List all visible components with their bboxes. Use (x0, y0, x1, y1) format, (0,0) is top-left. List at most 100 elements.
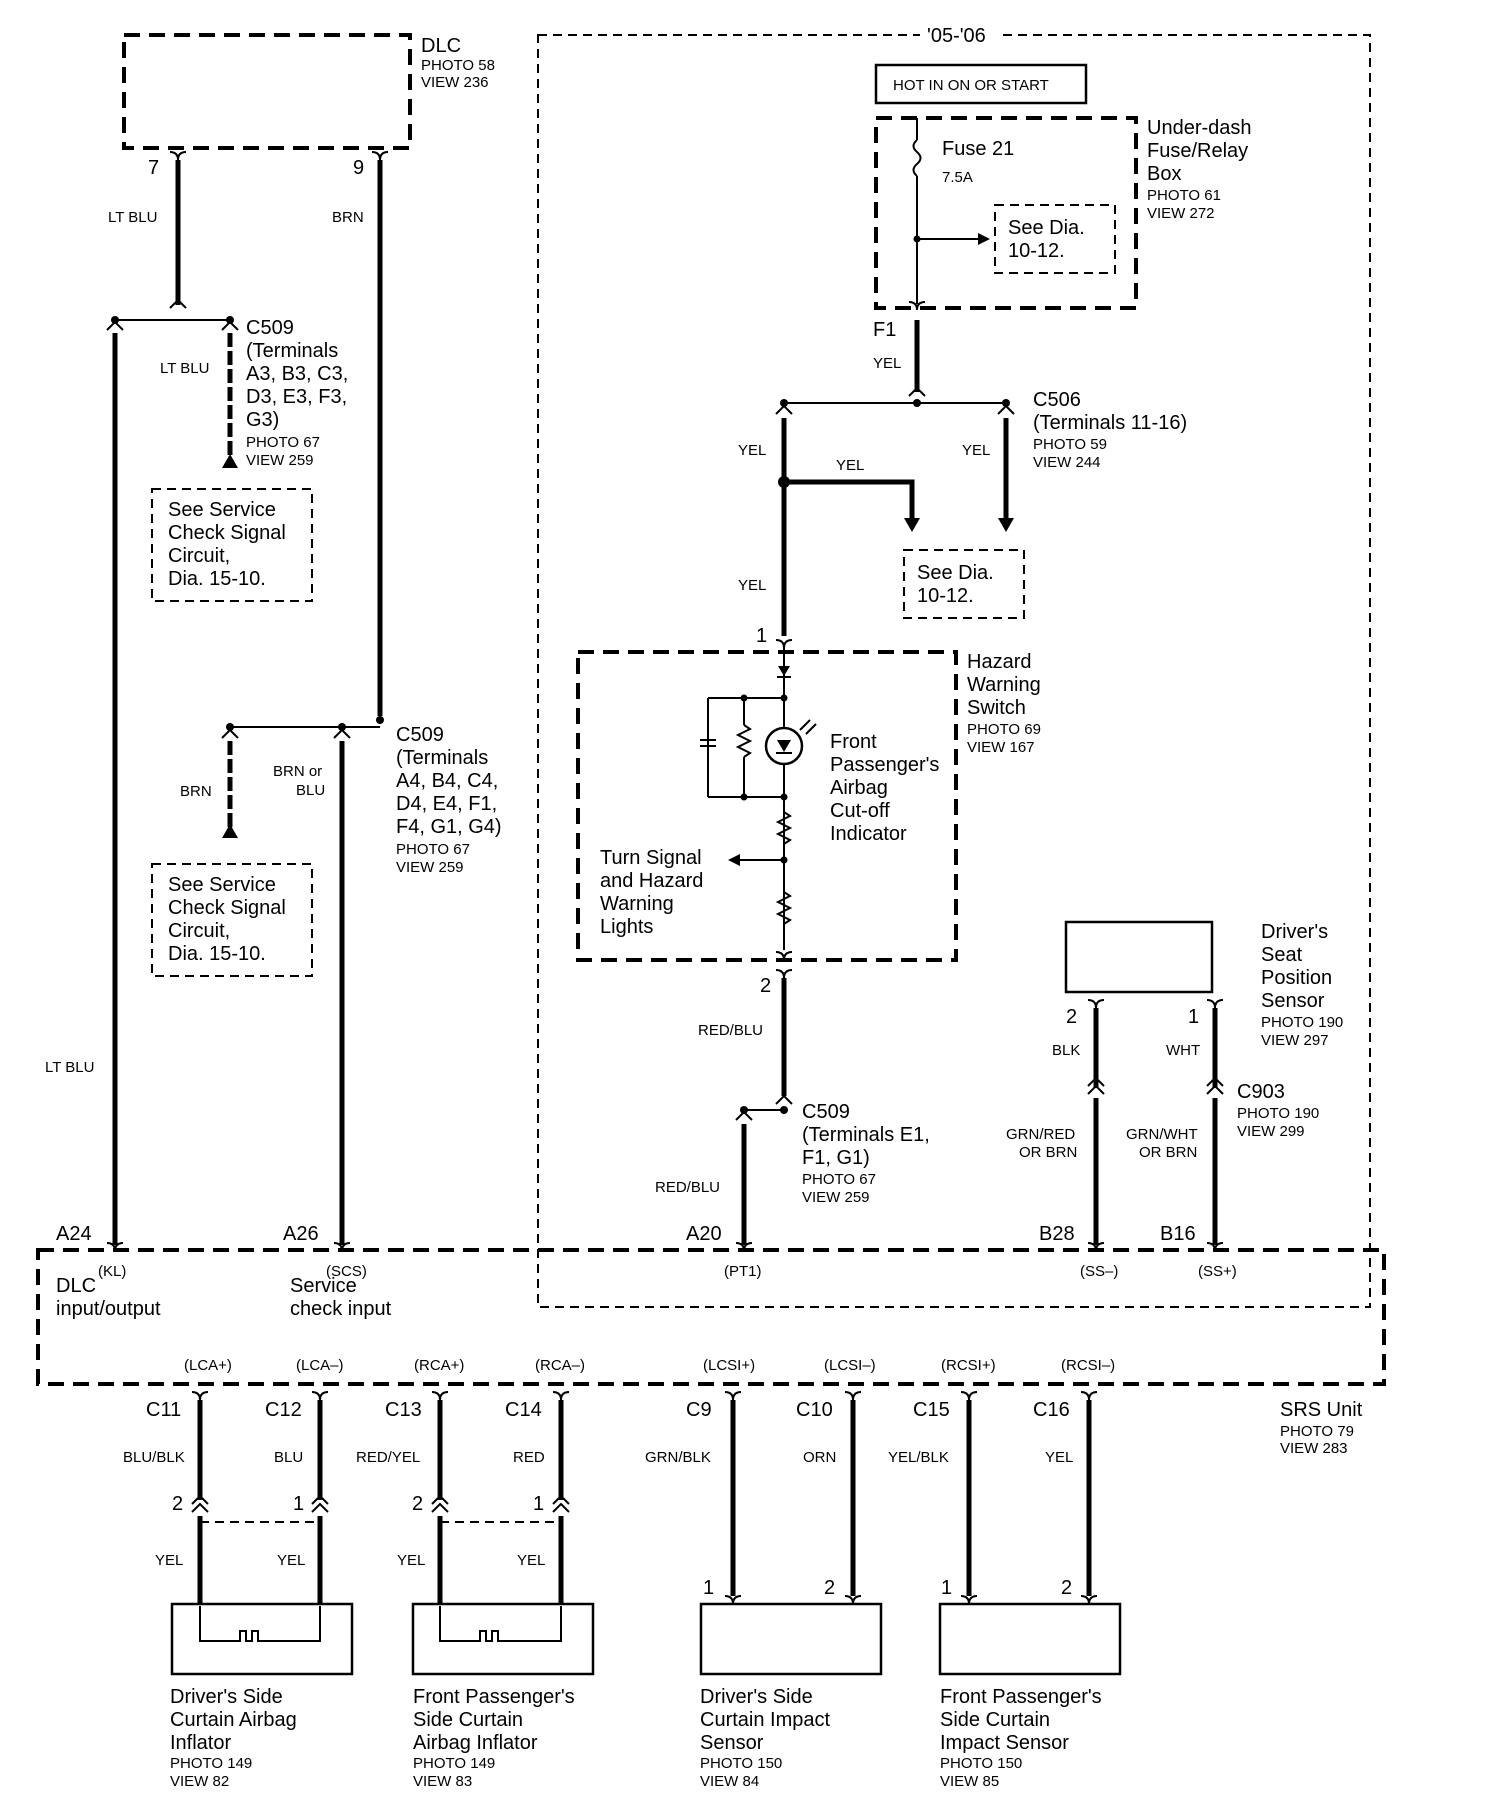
seat-sensor-pin-1: 1 (1188, 1006, 1199, 1028)
dlc-connector-box (122, 33, 412, 150)
srs-term-rcsi-plus: (RCSI+) (941, 1357, 996, 1374)
c509-b-l4: F4, G1, G4) (396, 816, 502, 838)
hazard-pin-2: 2 (760, 975, 771, 997)
underdash-view: VIEW 272 (1147, 205, 1215, 222)
wire-label-grn-blk: GRN/BLK (645, 1449, 711, 1466)
wire-label-yel-c506: YEL (962, 442, 990, 459)
wire-label-blu-blk: BLU/BLK (123, 1449, 185, 1466)
impact-1-pin-1: 1 (703, 1577, 714, 1599)
inflator-1-pin-1: 1 (293, 1493, 304, 1515)
srs-pin-c13: C13 (385, 1399, 422, 1421)
c509-a-photo: PHOTO 67 (246, 434, 320, 451)
wire-label-lt-blu-long: LT BLU (45, 1059, 94, 1076)
impact-2-pin-2: 2 (1061, 1577, 1072, 1599)
c509-b-photo: PHOTO 67 (396, 841, 470, 858)
c506-photo: PHOTO 59 (1033, 436, 1107, 453)
c509-c-photo: PHOTO 67 (802, 1171, 876, 1188)
srs-pin-c15: C15 (913, 1399, 950, 1421)
srs-term-ss-plus: (SS+) (1198, 1263, 1237, 1280)
srs-term-ss-minus: (SS–) (1080, 1263, 1118, 1280)
c509-b-l3: D4, E4, F1, (396, 793, 497, 815)
see-dia-1-l2: 10-12. (1008, 240, 1065, 262)
see-service-2-l4: Dia. 15-10. (168, 943, 266, 965)
see-dia-1-l1: See Dia. (1008, 217, 1085, 239)
hot-in-on-label: HOT IN ON OR START (893, 77, 1049, 94)
passenger-impact-sensor-box (938, 1602, 1122, 1676)
wire-label-yel-c11: YEL (155, 1552, 183, 1569)
indicator-l1: Front (830, 731, 877, 753)
underdash-l1: Under-dash (1147, 117, 1252, 139)
d1-view: VIEW 82 (170, 1773, 229, 1790)
srs-term-lca-plus: (LCA+) (184, 1357, 232, 1374)
seat-sensor-pin-2: 2 (1066, 1006, 1077, 1028)
srs-svc-l1: Service (290, 1275, 357, 1297)
see-dia-2-l2: 10-12. (917, 585, 974, 607)
hazard-view: VIEW 167 (967, 739, 1035, 756)
d2-l1: Front Passenger's (413, 1686, 575, 1708)
dlc-photo: PHOTO 58 (421, 57, 495, 74)
wire-label-yel-c16: YEL (1045, 1449, 1073, 1466)
wire-label-brn-branch: BRN (180, 783, 212, 800)
srs-term-lcsi-minus: (LCSI–) (824, 1357, 876, 1374)
d1-l2: Curtain Airbag (170, 1709, 297, 1731)
c903-view: VIEW 299 (1237, 1123, 1305, 1140)
c509-b-title: C509 (396, 724, 444, 746)
fuse-21-label: Fuse 21 (942, 138, 1014, 160)
see-service-1-l2: Check Signal (168, 522, 286, 544)
hazard-l2: Warning (967, 674, 1041, 696)
srs-term-scs: (SCS) (326, 1263, 367, 1280)
c903-title: C903 (1237, 1081, 1285, 1103)
srs-svc-l2: check input (290, 1298, 392, 1320)
impact-2-pin-1: 1 (941, 1577, 952, 1599)
indicator-l2: Passenger's (830, 754, 939, 776)
see-service-1-l4: Dia. 15-10. (168, 568, 266, 590)
wire-label-grn-red: GRN/RED (1006, 1126, 1075, 1143)
srs-unit-title: SRS Unit (1280, 1399, 1363, 1421)
wire-label-yel-c14: YEL (517, 1552, 545, 1569)
c506-view: VIEW 244 (1033, 454, 1101, 471)
wire-label-red-blu-top: RED/BLU (698, 1022, 763, 1039)
c509-a-title: C509 (246, 317, 294, 339)
c509-a-l1: (Terminals (246, 340, 338, 362)
see-service-1-l3: Circuit, (168, 545, 230, 567)
d3-l1: Driver's Side (700, 1686, 813, 1708)
d1-l3: Inflator (170, 1732, 231, 1754)
wire-label-yel-branch: YEL (836, 457, 864, 474)
fuse-pin-f1: F1 (873, 319, 896, 341)
d3-l2: Curtain Impact (700, 1709, 830, 1731)
srs-pin-c14: C14 (505, 1399, 542, 1421)
c506-title: C506 (1033, 389, 1081, 411)
dlc-pin-7: 7 (148, 157, 159, 179)
underdash-l3: Box (1147, 163, 1181, 185)
srs-dlc-l2: input/output (56, 1298, 161, 1320)
srs-term-lca-minus: (LCA–) (296, 1357, 344, 1374)
wire-label-yel-blk: YEL/BLK (888, 1449, 949, 1466)
wire-label-yel-c12: YEL (277, 1552, 305, 1569)
d3-view: VIEW 84 (700, 1773, 759, 1790)
dlc-title: DLC (421, 35, 461, 57)
indicator-l3: Airbag (830, 777, 888, 799)
srs-pin-a24: A24 (56, 1223, 92, 1245)
see-dia-2-l1: See Dia. (917, 562, 994, 584)
wire-label-lt-blu-top: LT BLU (108, 209, 157, 226)
seat-sensor-view: VIEW 297 (1261, 1032, 1329, 1049)
wire-label-or-brn-2: OR BRN (1139, 1144, 1197, 1161)
wire-label-yel-mid: YEL (738, 577, 766, 594)
srs-unit-view: VIEW 283 (1280, 1440, 1348, 1457)
c509-c-l1: (Terminals E1, (802, 1124, 930, 1146)
c509-a-view: VIEW 259 (246, 452, 314, 469)
wire-label-lt-blu-branch: LT BLU (160, 360, 209, 377)
see-dia-box-1 (994, 204, 1116, 274)
srs-unit-box (36, 1248, 1386, 1386)
see-service-2-l1: See Service (168, 874, 276, 896)
c509-c-l2: F1, G1) (802, 1147, 870, 1169)
inflator-2-pin-1: 1 (533, 1493, 544, 1515)
fuse-21-symbol (912, 139, 922, 177)
srs-term-rca-plus: (RCA+) (414, 1357, 464, 1374)
hazard-l1: Hazard (967, 651, 1031, 673)
see-service-box-2 (151, 863, 313, 977)
srs-term-pt1: (PT1) (724, 1263, 762, 1280)
srs-pin-c12: C12 (265, 1399, 302, 1421)
c903-photo: PHOTO 190 (1237, 1105, 1319, 1122)
